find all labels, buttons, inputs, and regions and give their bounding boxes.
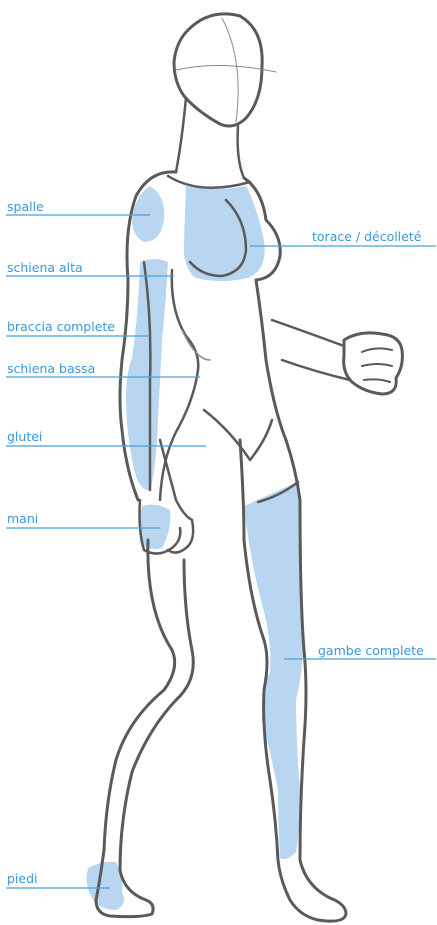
label-spalle: spalle xyxy=(7,200,44,214)
fist-knuckles xyxy=(362,348,392,382)
label-mani: mani xyxy=(7,512,38,526)
highlight-zones xyxy=(87,186,303,910)
label-piedi: piedi xyxy=(7,872,38,886)
label-torace: torace / décolleté xyxy=(312,230,421,244)
label-gambe-complete: gambe complete xyxy=(318,644,424,658)
label-glutei: glutei xyxy=(7,430,42,444)
zone-hand xyxy=(139,505,170,549)
label-braccia-complete: braccia complete xyxy=(7,320,115,334)
right-arm-outline xyxy=(272,320,350,380)
label-schiena-alta: schiena alta xyxy=(7,261,83,275)
leader-lines xyxy=(6,215,436,888)
back-leg-outline xyxy=(96,540,193,917)
label-schiena-bassa: schiena bassa xyxy=(7,362,95,376)
zone-foot xyxy=(87,862,124,910)
neck-outline xyxy=(176,98,244,178)
head-outline xyxy=(174,14,262,126)
neckline xyxy=(168,176,250,188)
